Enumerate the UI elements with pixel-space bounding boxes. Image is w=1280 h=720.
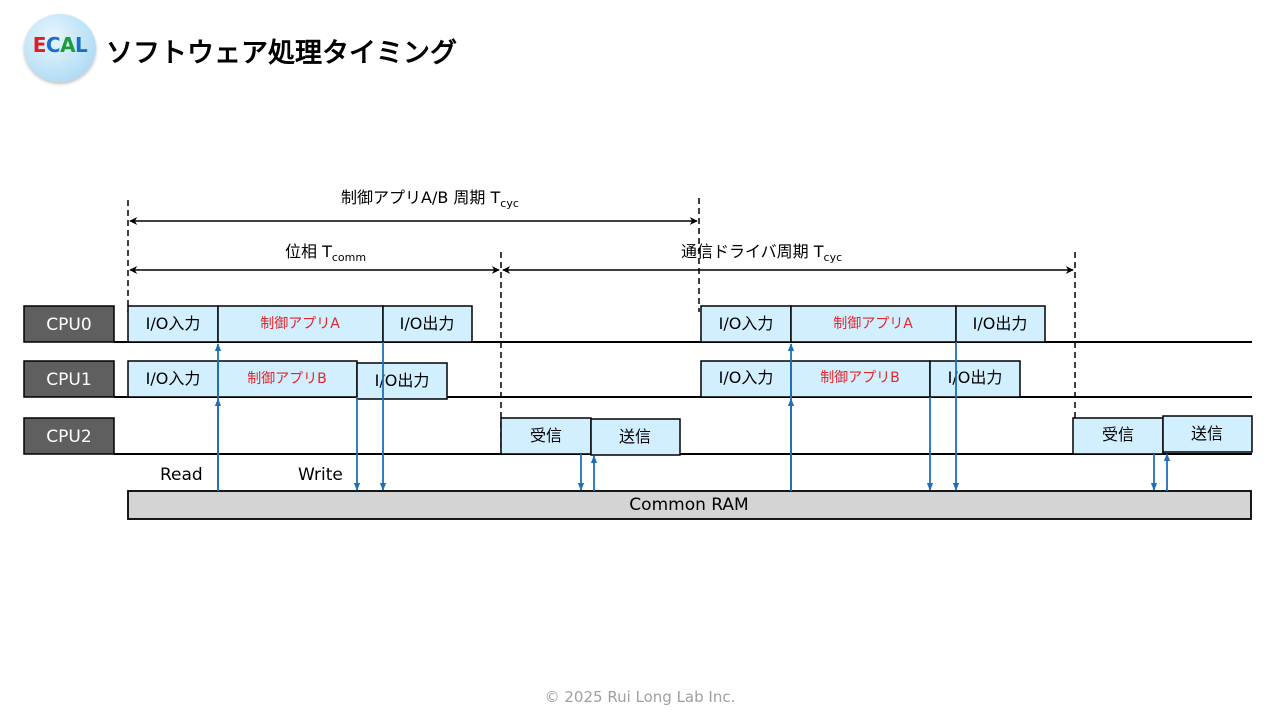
svg-text:送信: 送信 <box>1191 424 1223 443</box>
cpu1-io-output-task: I/O出力 <box>356 362 448 400</box>
svg-text:制御アプリA: 制御アプリA <box>260 316 340 332</box>
svg-text:I/O入力: I/O入力 <box>719 368 774 387</box>
cpu1-label: CPU1 <box>23 360 115 398</box>
cpu1-app-b-task: 制御アプリB <box>217 360 358 398</box>
cpu0-io-output-task: I/O出力 <box>382 305 473 343</box>
cpu1-io-input-task: I/O入力 <box>700 360 792 398</box>
svg-text:制御アプリB: 制御アプリB <box>820 370 900 386</box>
footer-copyright: © 2025 Rui Long Lab Inc. <box>544 688 736 706</box>
cpu0-io-input-task: I/O入力 <box>700 305 792 343</box>
common-ram: Common RAM <box>127 490 1252 520</box>
svg-text:I/O入力: I/O入力 <box>146 314 201 333</box>
cpu0-label: CPU0 <box>23 305 115 343</box>
svg-text:Common RAM: Common RAM <box>629 495 748 515</box>
cpu0-io-input-task: I/O入力 <box>127 305 219 343</box>
svg-text:制御アプリB: 制御アプリB <box>247 371 327 387</box>
svg-text:CPU1: CPU1 <box>46 370 91 390</box>
phase-guides <box>127 198 1076 455</box>
cpu1-io-output-task: I/O出力 <box>929 360 1021 398</box>
cpu2-label: CPU2 <box>23 417 115 455</box>
phase-label: 位相 Tcomm <box>285 242 366 264</box>
svg-text:送信: 送信 <box>619 427 651 446</box>
ecal-logo: ECAL <box>24 14 96 82</box>
read-label: Read <box>160 465 203 485</box>
cpu0-app-a-task: 制御アプリA <box>790 305 957 343</box>
cpu2-receive-task: 受信 <box>500 417 592 455</box>
svg-text:I/O出力: I/O出力 <box>375 371 430 390</box>
cpu0-app-a-task: 制御アプリA <box>217 305 384 343</box>
svg-text:I/O出力: I/O出力 <box>400 314 455 333</box>
cpu0-io-output-task: I/O出力 <box>955 305 1046 343</box>
svg-text:CPU2: CPU2 <box>46 427 91 447</box>
driver-cycle-label: 通信ドライバ周期 Tcyc <box>681 242 842 264</box>
svg-text:I/O入力: I/O入力 <box>719 314 774 333</box>
cpu1-io-input-task: I/O入力 <box>127 360 219 398</box>
cycle-ab-label: 制御アプリA/B 周期 Tcyc <box>341 188 519 210</box>
svg-text:受信: 受信 <box>1102 425 1134 444</box>
svg-text:I/O出力: I/O出力 <box>973 314 1028 333</box>
write-label: Write <box>298 465 343 485</box>
svg-text:I/O出力: I/O出力 <box>948 368 1003 387</box>
cpu2-receive-task: 受信 <box>1072 417 1164 455</box>
cpu1-app-b-task: 制御アプリB <box>790 360 931 398</box>
svg-text:受信: 受信 <box>530 426 562 445</box>
cpu2-send-task: 送信 <box>590 418 681 456</box>
cpu2-send-task: 送信 <box>1162 415 1253 453</box>
svg-text:制御アプリA: 制御アプリA <box>833 316 913 332</box>
ecal-logo-text: ECAL <box>32 33 88 57</box>
svg-text:I/O入力: I/O入力 <box>146 369 201 388</box>
svg-text:CPU0: CPU0 <box>46 315 91 335</box>
page-title: ソフトウェア処理タイミング <box>106 38 457 69</box>
